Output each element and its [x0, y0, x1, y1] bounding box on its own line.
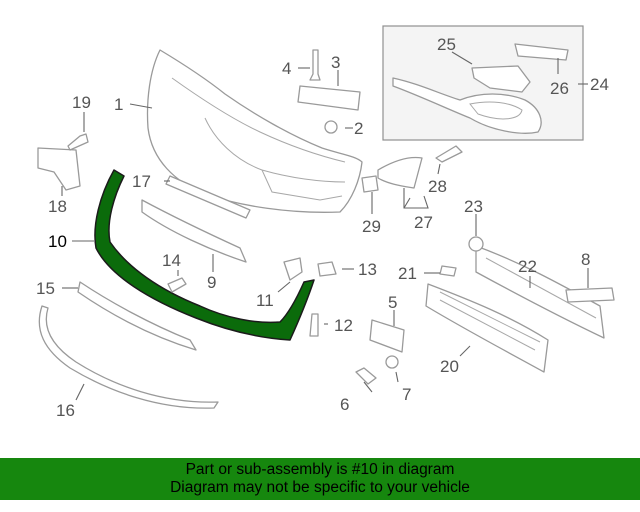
part-12-screw [309, 313, 319, 337]
parts-diagram: 1 2 3 4 5 6 7 8 9 10 11 12 13 14 15 16 1… [36, 25, 615, 420]
callout-11: 11 [256, 291, 274, 310]
part-19-bolt [67, 133, 89, 151]
part-11-clip [283, 257, 303, 281]
callout-8: 8 [581, 250, 590, 269]
callout-9: 9 [207, 273, 216, 292]
callout-29: 29 [362, 217, 381, 236]
callout-7: 7 [402, 385, 411, 404]
callout-17: 17 [132, 172, 151, 191]
leader-lines [61, 51, 589, 401]
callout-14: 14 [162, 251, 181, 270]
callout-16: 16 [56, 401, 75, 420]
part-13-grommet [317, 261, 337, 277]
callout-22: 22 [518, 257, 537, 276]
part-14-bolt [167, 277, 187, 293]
part-7-nut [385, 355, 399, 369]
part-29-clip [361, 175, 379, 193]
callout-13: 13 [358, 260, 377, 279]
part-21-clip [439, 265, 457, 277]
callout-28: 28 [428, 177, 447, 196]
callout-19: 19 [72, 93, 91, 112]
part-15-lower-trim [77, 281, 197, 351]
callout-5: 5 [388, 293, 397, 312]
callout-6: 6 [340, 395, 349, 414]
callout-27: 27 [414, 213, 433, 232]
part-10-lower-bumper-cover [94, 169, 315, 341]
banner-line-part: Part or sub-assembly is #10 in diagram [185, 461, 455, 478]
part-2-screw [324, 120, 338, 134]
part-26-bracket [514, 43, 569, 61]
part-6-bolt [355, 367, 377, 385]
part-16-air-deflector [38, 305, 219, 409]
callout-labels: 1 2 3 4 5 6 7 8 9 10 11 12 13 14 15 16 1… [36, 35, 609, 420]
part-3-molding [297, 85, 361, 111]
part-5-bracket [369, 319, 405, 353]
callout-4: 4 [282, 59, 291, 78]
part-20-energy-absorber [425, 283, 549, 373]
callout-25: 25 [437, 35, 456, 54]
part-8-bracket [565, 287, 615, 303]
callout-18: 18 [48, 197, 67, 216]
part-9-lower-grille [141, 199, 247, 263]
part-22-impact-bar [475, 245, 605, 339]
part-28-bolt [435, 145, 463, 163]
part-27-bracket [377, 156, 423, 189]
callout-15: 15 [36, 279, 55, 298]
callout-10: 10 [48, 232, 67, 251]
callout-12: 12 [334, 316, 353, 335]
part-4-clip [309, 49, 321, 81]
callout-2: 2 [354, 119, 363, 138]
part-25-trim [471, 65, 531, 93]
part-18-bracket [37, 147, 81, 191]
info-banner: Part or sub-assembly is #10 in diagram D… [0, 458, 640, 500]
callout-21: 21 [398, 264, 417, 283]
banner-line-disclaimer: Diagram may not be specific to your vehi… [170, 479, 470, 496]
callout-3: 3 [331, 53, 340, 72]
callout-23: 23 [464, 197, 483, 216]
callout-20: 20 [440, 357, 459, 376]
callout-1: 1 [114, 95, 123, 114]
part-1-upper-bumper-cover [146, 49, 363, 213]
callout-26: 26 [550, 79, 569, 98]
callout-24: 24 [590, 75, 609, 94]
part-23-nut [468, 236, 484, 252]
